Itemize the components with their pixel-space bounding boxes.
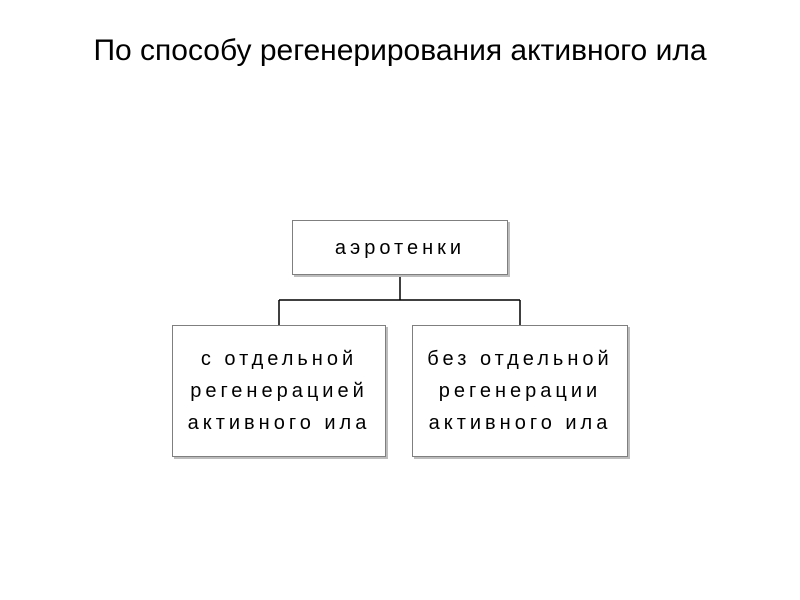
slide-title: По способу регенерирования активного ила xyxy=(93,34,707,67)
child-node-without-regeneration: без отдельной регенерации активного ила xyxy=(412,325,628,457)
root-node-aerotanks: аэротенки xyxy=(292,220,508,275)
root-node-label: аэротенки xyxy=(334,236,466,259)
child-node-with-regeneration: с отдельной регенерацией активного ила xyxy=(172,325,386,457)
child-node-label: с отдельной регенерацией активного ила xyxy=(187,348,371,434)
child-node-label: без отдельной регенерации активного ила xyxy=(427,348,613,434)
